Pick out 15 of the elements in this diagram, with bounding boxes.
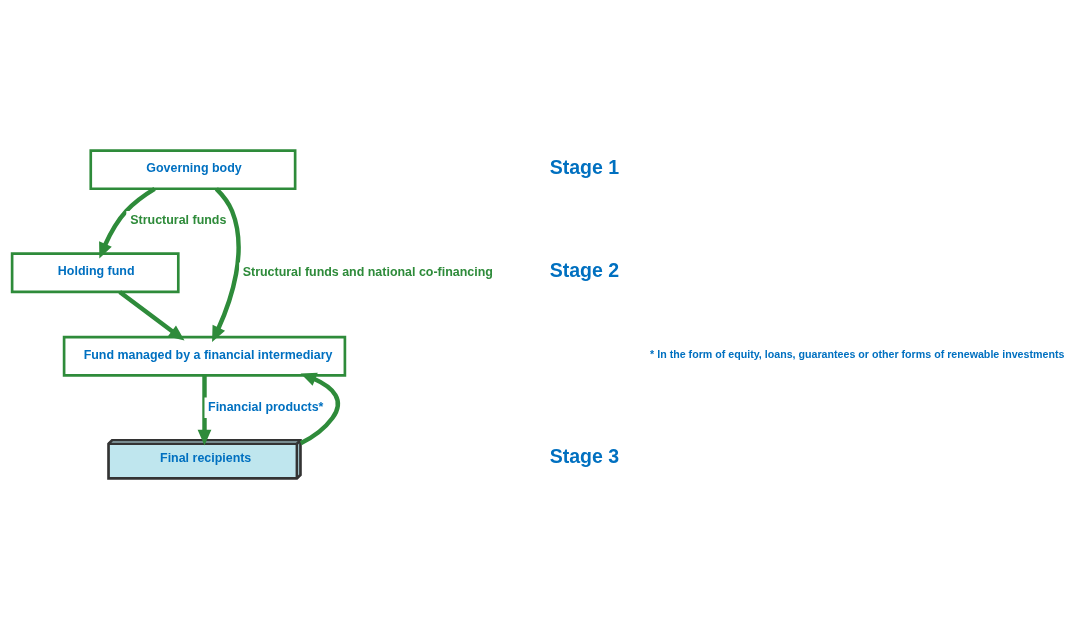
label: Stage 2 bbox=[549, 258, 620, 281]
node-box: Fund managed by a financial intermediary bbox=[62, 335, 347, 377]
arrow bbox=[299, 372, 341, 446]
label: * In the form of equity, loans, guarantees or other forms of renewable investments bbox=[650, 348, 1065, 361]
arrow bbox=[197, 375, 212, 446]
arrow bbox=[99, 186, 156, 259]
label: Stage 3 bbox=[549, 445, 620, 468]
edge-label: Structural funds bbox=[130, 213, 227, 228]
arrow bbox=[118, 290, 185, 341]
edge-label: Financial products* bbox=[208, 399, 324, 414]
arrow bbox=[212, 187, 241, 342]
label: Stage 1 bbox=[549, 155, 620, 178]
edge-label: Structural funds and national co-financing bbox=[242, 264, 493, 279]
node-box: Governing body bbox=[89, 149, 297, 191]
node-box: Holding fund bbox=[10, 252, 180, 294]
